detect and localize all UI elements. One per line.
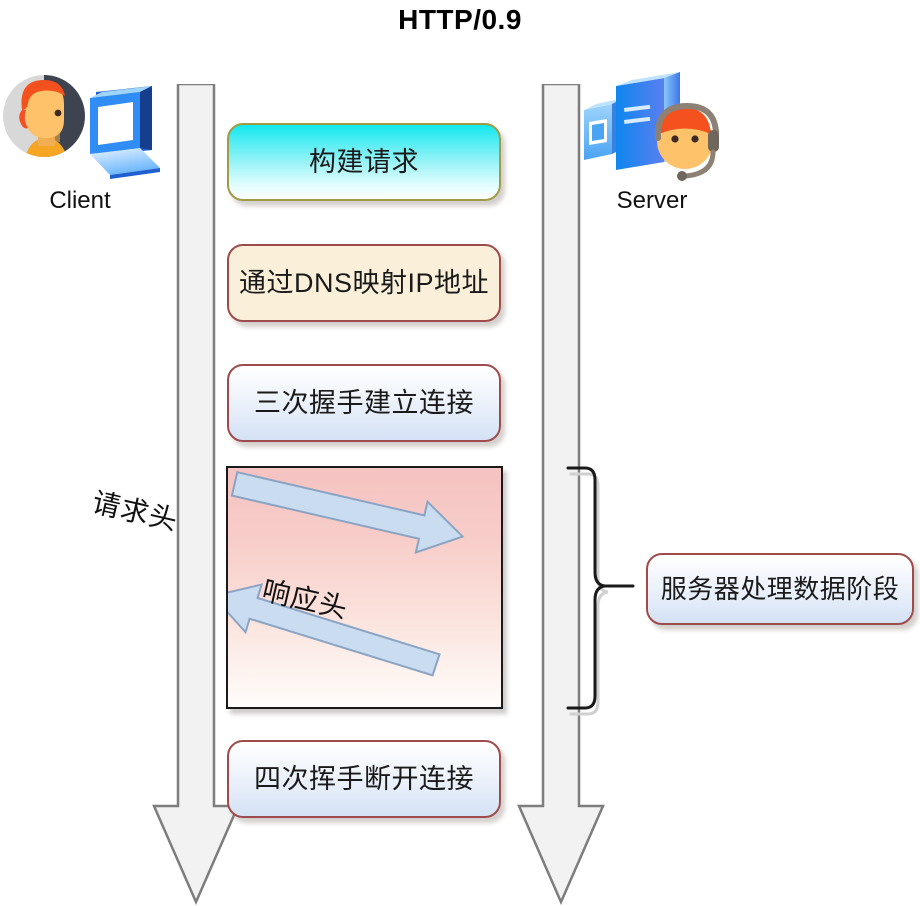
annotation-box-server-processing[interactable]: 服务器处理数据阶段 — [646, 553, 914, 625]
step-label: 构建请求 — [309, 146, 419, 177]
step-label: 三次握手建立连接 — [254, 387, 474, 418]
client-endpoint: Client — [0, 68, 160, 213]
server-lifeline-arrow — [505, 82, 617, 906]
client-lifeline-arrow — [140, 82, 252, 906]
client-label: Client — [49, 187, 111, 214]
server-label: Server — [616, 187, 688, 214]
server-tower-operator-icon — [572, 68, 732, 183]
step-box-dns-lookup[interactable]: 通过DNS映射IP地址 — [227, 244, 501, 322]
annotation-label: 服务器处理数据阶段 — [660, 574, 900, 604]
step-box-build-request[interactable]: 构建请求 — [227, 123, 501, 201]
right-curly-brace — [565, 460, 635, 725]
server-endpoint: Server — [572, 68, 732, 213]
page-title: HTTP/0.9 — [398, 4, 522, 35]
exchange-arrows-graphic — [228, 470, 465, 677]
response-header-arrow — [228, 583, 441, 677]
step-box-three-way-handshake[interactable]: 三次握手建立连接 — [227, 364, 501, 442]
client-avatar-laptop-icon — [0, 68, 160, 183]
step-label: 通过DNS映射IP地址 — [238, 267, 490, 298]
step-box-four-way-teardown[interactable]: 四次挥手断开连接 — [227, 740, 501, 818]
data-exchange-panel — [226, 466, 503, 709]
request-header-arrow — [230, 470, 465, 554]
step-label: 四次挥手断开连接 — [254, 763, 474, 794]
